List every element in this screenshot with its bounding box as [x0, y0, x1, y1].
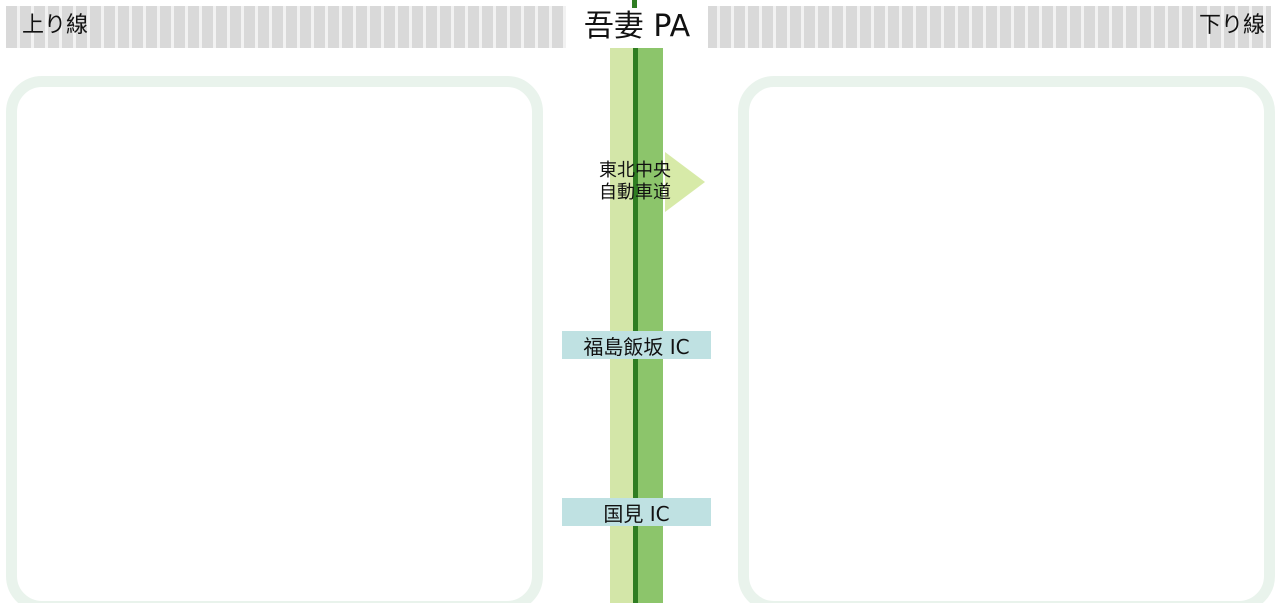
down-line-panel [738, 76, 1275, 603]
road-top-cap [632, 0, 637, 8]
up-line-panel [6, 76, 543, 603]
road-centerline [633, 48, 638, 603]
page-title: 吾妻 PA [583, 9, 691, 44]
junction-label-line2: 自動車道 [599, 182, 671, 203]
junction-label[interactable]: 東北中央 自動車道 [585, 160, 685, 204]
down-line-label[interactable]: 下り線 [1198, 13, 1265, 38]
interchange-label: 福島飯坂 IC [583, 334, 690, 359]
up-line-label[interactable]: 上り線 [22, 13, 89, 38]
junction-label-line1: 東北中央 [599, 160, 671, 181]
page-title-container: 吾妻 PA [566, 6, 708, 48]
junction-arrow-icon [665, 152, 705, 212]
interchange-label: 国見 IC [603, 501, 670, 526]
interchange-fukushima-iizaka[interactable]: 福島飯坂 IC [562, 331, 711, 359]
interchange-kunimi[interactable]: 国見 IC [562, 498, 711, 526]
road [610, 48, 663, 603]
road-lane-left [610, 48, 633, 603]
